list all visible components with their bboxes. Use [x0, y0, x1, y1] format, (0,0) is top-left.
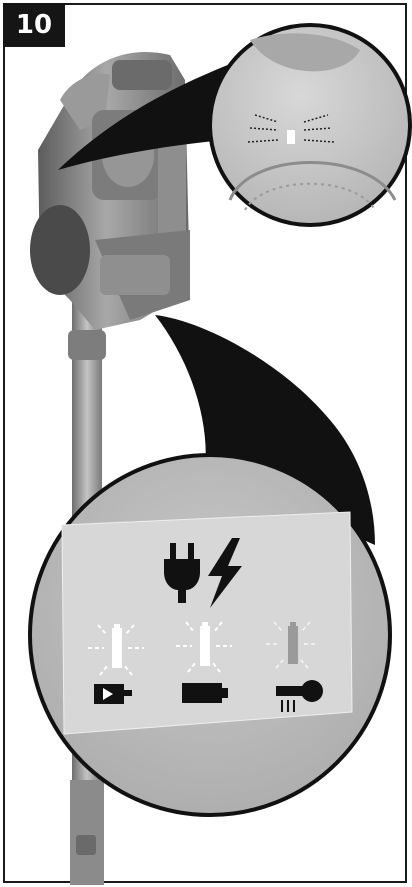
vacuum-body [30, 51, 190, 331]
indicator-panel [61, 511, 353, 735]
step-number-badge: 10 [3, 3, 65, 47]
battery-full-icon [176, 621, 232, 703]
battery-charging-icon [88, 624, 144, 704]
page-frame [3, 3, 407, 883]
lightning-icon [208, 538, 242, 608]
indicator-magnifier-callout [58, 23, 412, 227]
battery-temperature-icon [266, 621, 323, 712]
plug-icon [164, 543, 200, 603]
charging-light-icon [287, 130, 295, 144]
